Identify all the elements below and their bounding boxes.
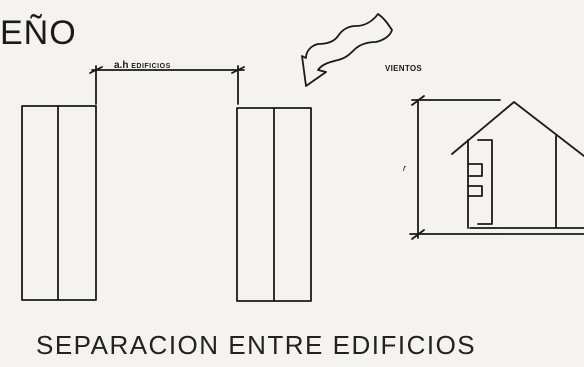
wind-label: VIENTOS — [385, 64, 423, 73]
left-building — [22, 106, 96, 300]
height-dimension-line — [410, 96, 584, 239]
house-section — [452, 102, 584, 228]
separation-dimension-line — [90, 66, 244, 104]
height-label: r — [403, 163, 406, 173]
wind-arrow-icon — [302, 14, 392, 86]
dimension-main-text: a.h — [114, 60, 129, 71]
dimension-sub-text: EDIFICIOS — [131, 63, 171, 70]
right-building — [237, 108, 311, 301]
caption: SEPARACION ENTRE EDIFICIOS — [36, 330, 477, 360]
title-fragment: EÑO — [0, 14, 77, 52]
separation-dimension-label: a.h EDIFICIOS — [114, 60, 171, 71]
